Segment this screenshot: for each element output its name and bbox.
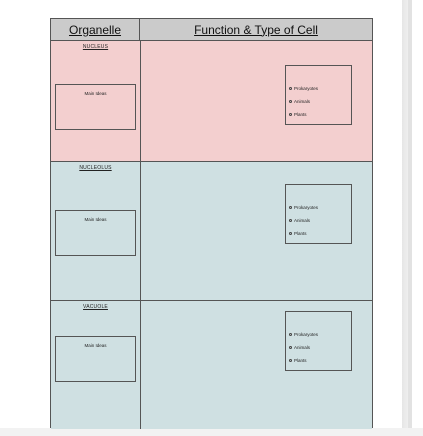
header-function: Function & Type of Cell (140, 19, 372, 41)
organelle-name: VACUOLE (83, 304, 108, 310)
organelle-table: Organelle Function & Type of Cell NUCLEU… (50, 18, 373, 429)
option-label: Animals (294, 99, 311, 104)
table-row: NUCLEOLUS Main Ideas Prokaryotes Animals… (51, 162, 372, 301)
column-divider (140, 41, 141, 162)
column-divider (140, 162, 141, 301)
radio-circle-icon[interactable] (289, 206, 292, 209)
main-ideas-box[interactable]: Main Ideas (55, 84, 136, 130)
row-divider (51, 300, 372, 301)
table-row: NUCLEUS Main Ideas Prokaryotes Animals P… (51, 41, 372, 162)
radio-circle-icon[interactable] (289, 113, 292, 116)
main-ideas-label: Main Ideas (84, 343, 107, 348)
option-label: Prokaryotes (294, 332, 319, 337)
radio-circle-icon[interactable] (289, 219, 292, 222)
option-label: Plants (294, 358, 307, 363)
option-label: Prokaryotes (294, 86, 319, 91)
option-animals[interactable]: Animals (289, 341, 318, 354)
cell-type-box: Prokaryotes Animals Plants (285, 311, 352, 371)
cell-type-box: Prokaryotes Animals Plants (285, 65, 352, 125)
option-label: Animals (294, 218, 311, 223)
row-divider (51, 161, 372, 162)
option-animals[interactable]: Animals (289, 95, 318, 108)
option-animals[interactable]: Animals (289, 214, 318, 227)
bottom-bar (0, 428, 423, 436)
header-organelle: Organelle (51, 19, 140, 41)
option-prokaryotes[interactable]: Prokaryotes (289, 82, 318, 95)
cell-type-box: Prokaryotes Animals Plants (285, 184, 352, 244)
radio-circle-icon[interactable] (289, 333, 292, 336)
option-plants[interactable]: Plants (289, 108, 318, 121)
radio-circle-icon[interactable] (289, 100, 292, 103)
option-plants[interactable]: Plants (289, 227, 318, 240)
option-label: Plants (294, 231, 307, 236)
organelle-name: NUCLEOLUS (79, 165, 112, 171)
option-prokaryotes[interactable]: Prokaryotes (289, 328, 318, 341)
radio-circle-icon[interactable] (289, 359, 292, 362)
option-plants[interactable]: Plants (289, 354, 318, 367)
main-ideas-box[interactable]: Main Ideas (55, 210, 136, 256)
scrollbar-track[interactable] (408, 0, 412, 428)
main-ideas-box[interactable]: Main Ideas (55, 336, 136, 382)
option-label: Plants (294, 112, 307, 117)
table-row: VACUOLE Main Ideas Prokaryotes Animals P… (51, 301, 372, 429)
option-prokaryotes[interactable]: Prokaryotes (289, 201, 318, 214)
page-edge (402, 0, 412, 428)
radio-circle-icon[interactable] (289, 232, 292, 235)
column-divider (140, 301, 141, 429)
option-label: Animals (294, 345, 311, 350)
radio-circle-icon[interactable] (289, 87, 292, 90)
main-ideas-label: Main Ideas (84, 217, 107, 222)
option-label: Prokaryotes (294, 205, 319, 210)
main-ideas-label: Main Ideas (84, 91, 107, 96)
radio-circle-icon[interactable] (289, 346, 292, 349)
organelle-name: NUCLEUS (82, 44, 109, 50)
